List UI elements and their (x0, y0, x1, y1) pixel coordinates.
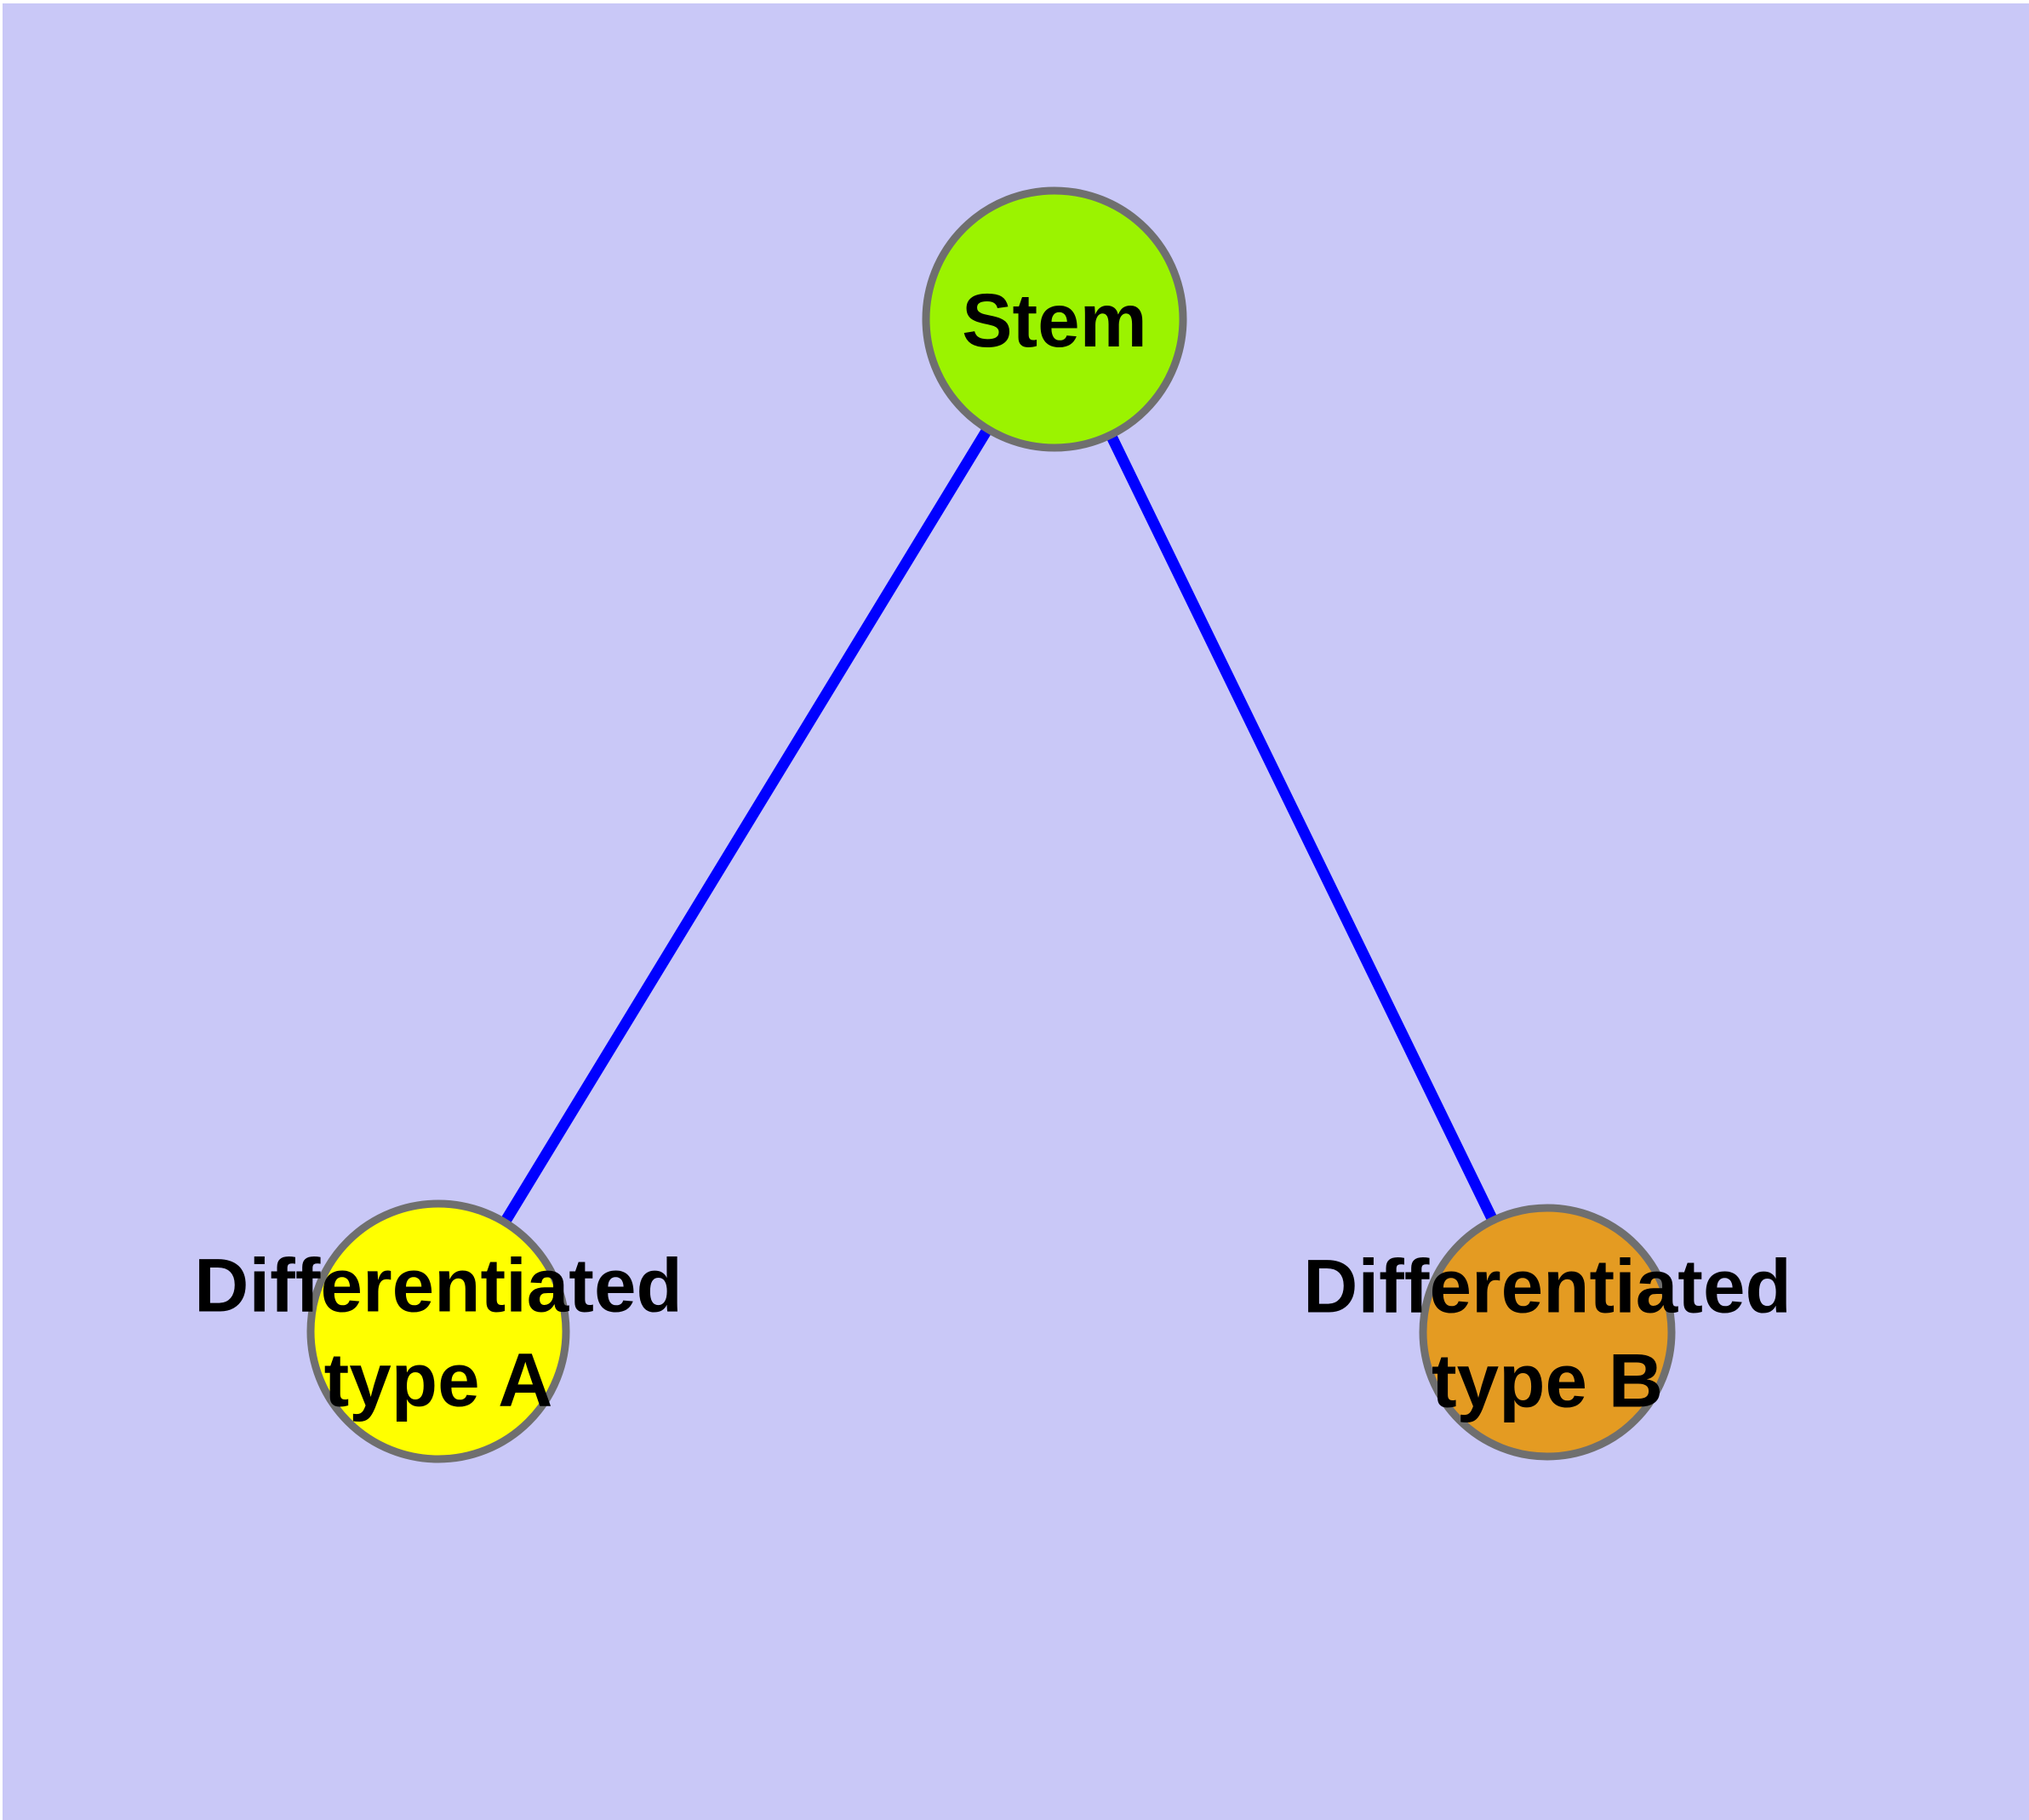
node-label-type-b: Differentiated type B (1303, 1243, 1792, 1422)
node-label-line: type B (1432, 1338, 1663, 1423)
node-type-b (1419, 1204, 1676, 1461)
node-label-line: Differentiated (1303, 1243, 1792, 1328)
node-stem (922, 186, 1187, 452)
node-label-stem: Stem (962, 278, 1147, 363)
node-label-line: type A (324, 1337, 553, 1422)
node-label-type-a: Differentiated type A (194, 1242, 683, 1422)
node-type-a (306, 1199, 570, 1463)
node-label-line: Differentiated (194, 1242, 683, 1327)
edge-stem-type-a (433, 316, 1060, 1335)
edge-stem-type-b (1049, 317, 1552, 1335)
